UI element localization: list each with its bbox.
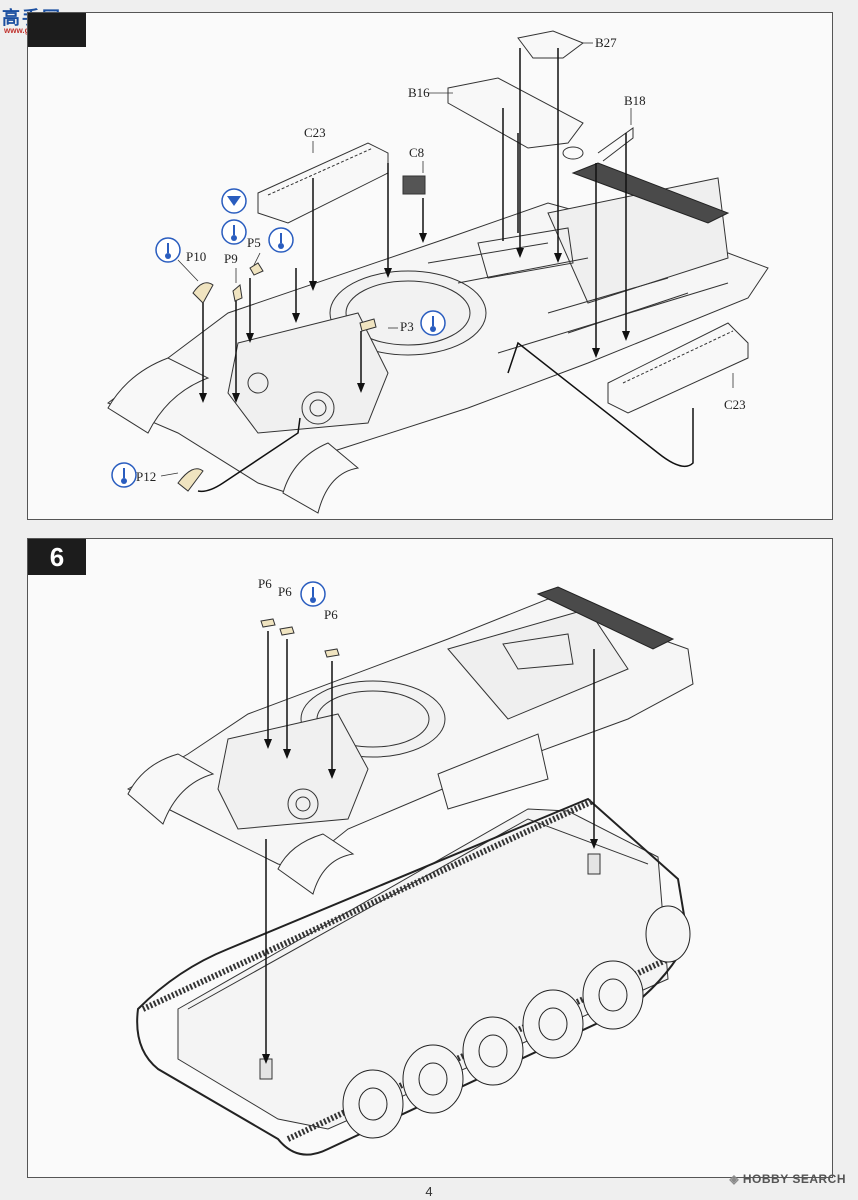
label-c8: C8: [409, 145, 424, 160]
hull-top-diagram: B27 B16 B18 C23 C8 P10 P9 P5 P3 P12 C23: [107, 30, 769, 514]
label-b27: B27: [595, 35, 617, 50]
watermark-text: HOBBY SEARCH: [742, 1172, 846, 1186]
page-number: 4: [425, 1184, 433, 1199]
label-p9: P9: [224, 251, 238, 266]
watermark-mark-icon: ◈: [729, 1172, 743, 1186]
assembly-step-6-panel: 6: [27, 538, 833, 1178]
hull-and-chassis-diagram: P6 P6 P6: [126, 576, 694, 1156]
label-b18: B18: [624, 93, 646, 108]
step-badge-top: [28, 13, 86, 47]
step-number-badge: 6: [28, 539, 86, 575]
label-p12: P12: [136, 469, 156, 484]
label-p6-c: P6: [324, 607, 338, 622]
assembly-step-5-panel: B27 B16 B18 C23 C8 P10 P9 P5 P3 P12 C23: [27, 12, 833, 520]
label-p3: P3: [400, 319, 414, 334]
label-b16: B16: [408, 85, 430, 100]
label-c23-top: C23: [304, 125, 326, 140]
label-p5: P5: [247, 235, 261, 250]
hobby-search-watermark: ◈ HOBBY SEARCH: [729, 1172, 846, 1186]
label-c23-right: C23: [724, 397, 746, 412]
label-p6-a: P6: [258, 576, 272, 591]
label-p6-b: P6: [278, 584, 292, 599]
label-p10: P10: [186, 249, 206, 264]
